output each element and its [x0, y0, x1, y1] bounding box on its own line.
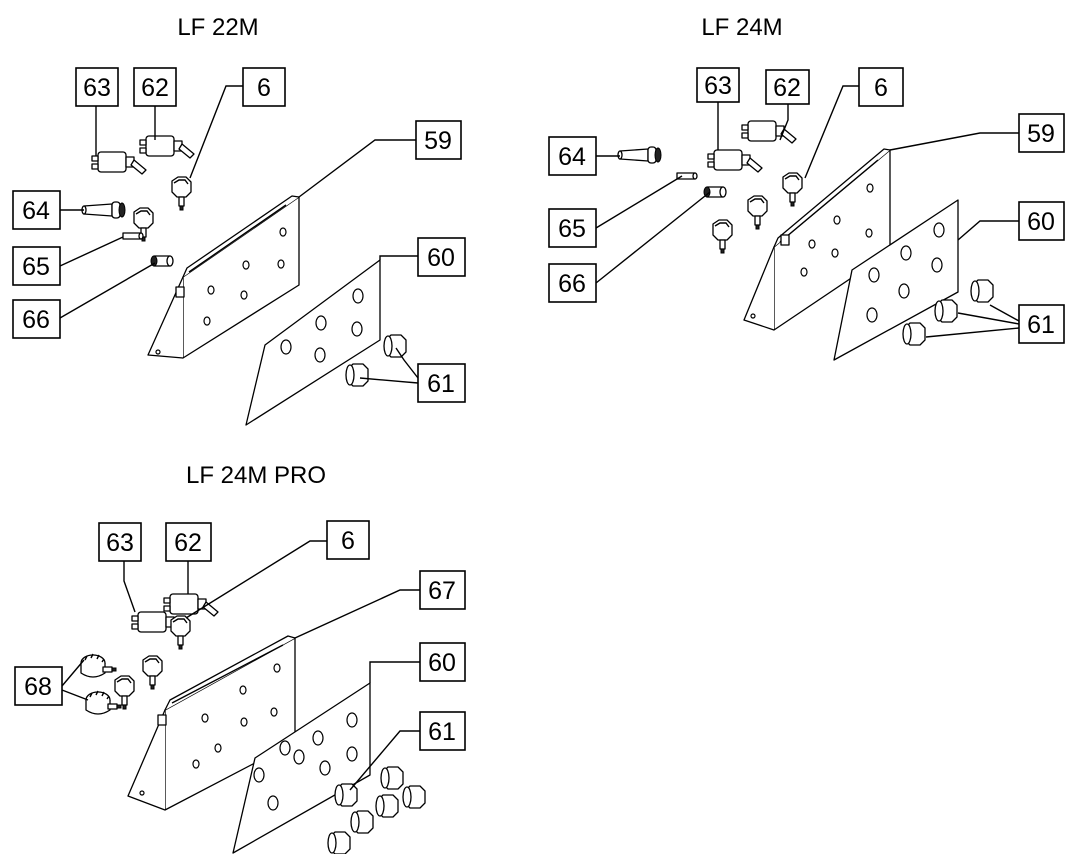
panel-title: LF 24M PRO	[186, 462, 326, 489]
knob	[712, 219, 733, 254]
toggle-switch-63	[91, 151, 147, 175]
svg-text:61: 61	[427, 370, 455, 398]
cap-nut	[334, 783, 358, 807]
callout-60: 60	[419, 642, 466, 682]
callout-61: 61	[419, 711, 466, 751]
svg-text:63: 63	[106, 529, 134, 557]
svg-text:6: 6	[341, 527, 355, 555]
cap-nut	[345, 363, 369, 387]
potentiometer-68	[85, 690, 122, 715]
toggle-switch-63	[707, 149, 763, 173]
svg-text:64: 64	[558, 143, 586, 171]
cap-nut	[934, 299, 958, 323]
svg-text:63: 63	[83, 74, 111, 102]
callout-64: 64	[12, 190, 61, 230]
tube-65	[676, 172, 698, 180]
cap-nut	[380, 766, 404, 790]
panel-title: LF 22M	[177, 14, 258, 41]
callout-66: 66	[12, 299, 61, 339]
callout-66: 66	[548, 263, 597, 303]
knob	[114, 675, 135, 710]
callout-64: 64	[548, 136, 597, 176]
svg-text:68: 68	[24, 673, 52, 701]
cap-nut	[375, 794, 399, 818]
svg-text:59: 59	[424, 127, 452, 155]
front-plate	[245, 259, 381, 426]
pilot-lamp-64	[81, 201, 126, 219]
front-bracket	[127, 635, 296, 811]
callout-63: 63	[696, 67, 740, 103]
svg-text:63: 63	[704, 72, 732, 100]
toggle-switch-62	[741, 120, 797, 144]
callout-67: 67	[419, 570, 466, 610]
callout-62: 62	[765, 69, 810, 105]
callout-60: 60	[1018, 201, 1065, 241]
callout-61: 61	[417, 363, 466, 403]
toggle-switch-62	[139, 135, 195, 159]
front-bracket	[147, 195, 300, 359]
svg-text:65: 65	[558, 215, 586, 243]
toggle-switch-62	[163, 593, 219, 617]
callout-59: 59	[415, 120, 462, 160]
potentiometer-68	[80, 653, 117, 678]
tube-65	[122, 232, 144, 240]
front-bracket	[743, 148, 891, 331]
callout-63: 63	[75, 67, 119, 107]
svg-text:66: 66	[22, 306, 50, 334]
svg-text:59: 59	[1027, 120, 1055, 148]
callout-62: 62	[165, 522, 212, 562]
pilot-lamp-64	[617, 146, 662, 164]
svg-text:65: 65	[22, 253, 50, 281]
callout-6: 6	[242, 67, 286, 107]
knob-6	[782, 172, 803, 207]
sleeve-66	[703, 186, 727, 198]
knob-6	[170, 615, 191, 650]
front-plate	[232, 682, 371, 854]
svg-text:6: 6	[874, 74, 888, 102]
svg-text:62: 62	[773, 74, 801, 102]
knob	[747, 195, 768, 230]
cap-nut	[350, 810, 374, 834]
svg-text:62: 62	[174, 529, 202, 557]
svg-text:62: 62	[141, 74, 169, 102]
svg-text:64: 64	[22, 197, 50, 225]
callout-62: 62	[133, 67, 177, 107]
panel-lf22m: LF 22M	[12, 14, 466, 426]
callout-61: 61	[1018, 304, 1065, 344]
cap-nut	[402, 785, 426, 809]
cap-nut	[327, 831, 351, 854]
cap-nut	[902, 322, 926, 346]
callout-6: 6	[326, 520, 370, 560]
callout-65: 65	[12, 246, 61, 286]
callout-65: 65	[548, 208, 597, 248]
callout-60: 60	[417, 237, 466, 277]
svg-text:61: 61	[1027, 311, 1055, 339]
svg-text:66: 66	[558, 270, 586, 298]
knob-6	[171, 176, 192, 211]
svg-text:61: 61	[428, 718, 456, 746]
svg-text:60: 60	[428, 649, 456, 677]
svg-text:67: 67	[428, 577, 456, 605]
callout-68: 68	[14, 666, 63, 706]
panel-lf24m: LF 24M	[548, 14, 1065, 361]
cap-nut	[383, 334, 407, 358]
cap-nut	[970, 279, 994, 303]
svg-text:6: 6	[257, 74, 271, 102]
svg-text:60: 60	[1027, 208, 1055, 236]
sleeve-66	[150, 255, 174, 267]
svg-text:60: 60	[427, 244, 455, 272]
callout-6: 6	[858, 67, 904, 107]
panel-title: LF 24M	[701, 14, 782, 41]
callout-63: 63	[98, 522, 142, 562]
panel-lf24mpro: LF 24M PRO	[14, 462, 466, 854]
callout-59: 59	[1018, 113, 1065, 153]
knob	[142, 655, 163, 690]
front-plate	[833, 199, 959, 361]
